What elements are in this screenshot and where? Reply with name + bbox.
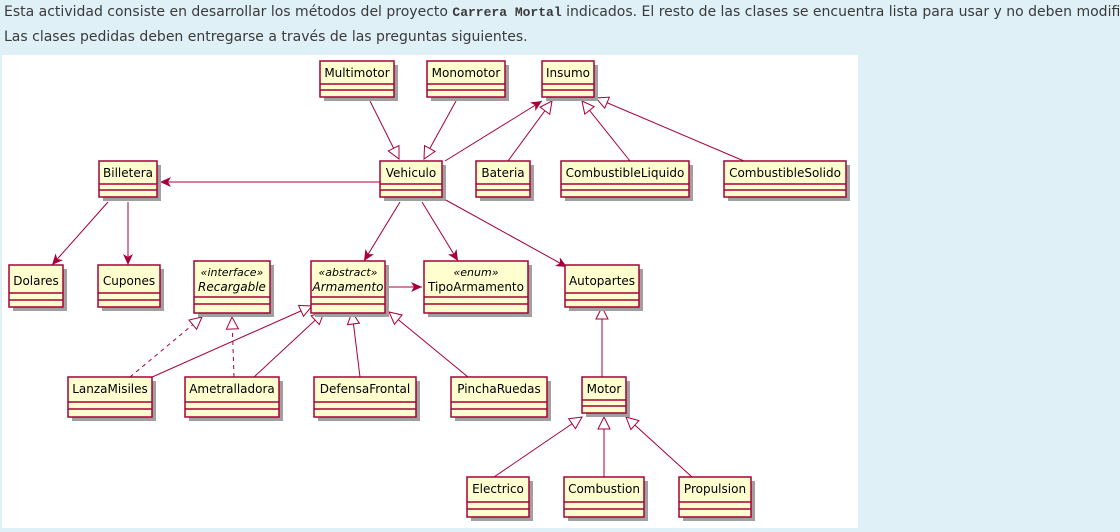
diagram-edges (51, 98, 745, 478)
class-dolares: Dolares (8, 264, 67, 311)
class-monomotor: Monomotor (426, 60, 509, 101)
edge-vehiculo-armamento (363, 201, 401, 262)
class-name: LanzaMisiles (72, 382, 148, 396)
uml-diagram-panel: Multimotor Monomotor Insumo Billetera Ve… (2, 55, 858, 528)
class-name: Electrico (472, 482, 524, 496)
class-name: Armamento (312, 280, 384, 294)
project-name: Carrera Mortal (452, 5, 562, 20)
intro-text-line-2: Las clases pedidas deben entregarse a tr… (4, 29, 528, 45)
class-insumo: Insumo (541, 60, 598, 101)
class-name: TipoArmamento (427, 280, 524, 294)
class-name: Ametralladora (189, 382, 275, 396)
class-name: Vehiculo (386, 166, 436, 180)
class-name: Propulsion (684, 482, 746, 496)
edge-bateria-insumo (507, 101, 552, 162)
class-defensafrontal: DefensaFrontal (313, 376, 420, 421)
edge-ametralladora-recargable (232, 317, 234, 378)
class-name: Cupones (103, 274, 155, 288)
class-name: CombustibleSolido (729, 166, 841, 180)
class-name: Multimotor (324, 66, 389, 80)
class-name: Combustion (568, 482, 640, 496)
class-name: Autopartes (569, 274, 635, 288)
class-name: DefensaFrontal (320, 382, 410, 396)
stereotype-label: «abstract» (319, 266, 378, 279)
class-name: Dolares (13, 274, 59, 288)
class-pincharuedas: PinchaRuedas (450, 376, 551, 421)
enum-tipoarmamento: «enum» TipoArmamento (423, 260, 532, 317)
class-motor: Motor (581, 376, 630, 417)
edge-billetera-dolares (51, 201, 109, 266)
class-propulsion: Propulsion (678, 476, 755, 521)
class-name: Recargable (198, 280, 266, 294)
edge-vehiculo-tipoarmamento (421, 201, 459, 262)
class-ametralladora: Ametralladora (184, 376, 283, 421)
class-name: CombustibleLiquido (566, 166, 685, 180)
edge-combustibleliquido-insumo (582, 101, 631, 162)
interface-recargable: «interface» Recargable (193, 260, 274, 317)
edge-monomotor-vehiculo (424, 100, 457, 159)
class-armamento: «abstract» Armamento (310, 260, 389, 317)
class-lanzamisiles: LanzaMisiles (67, 376, 156, 421)
class-cupones: Cupones (97, 264, 164, 311)
class-vehiculo: Vehiculo (379, 160, 446, 201)
edge-multimotor-vehiculo (369, 100, 399, 159)
stereotype-label: «interface» (201, 266, 264, 279)
class-bateria: Bateria (475, 160, 534, 201)
class-combustibleliquido: CombustibleLiquido (560, 160, 693, 201)
intro-after: indicados. El resto de las clases se enc… (561, 4, 1120, 20)
class-name: Monomotor (432, 66, 501, 80)
edge-defensafrontal-armamento (352, 312, 361, 378)
edge-vehiculo-insumo (444, 100, 543, 162)
uml-class-diagram: Multimotor Monomotor Insumo Billetera Ve… (8, 60, 850, 521)
edge-vehiculo-autopartes (443, 198, 568, 268)
class-billetera: Billetera (98, 160, 161, 201)
class-combustiblesolido: CombustibleSolido (723, 160, 850, 201)
class-electrico: Electrico (466, 476, 533, 521)
class-name: Billetera (103, 166, 153, 180)
class-autopartes: Autopartes (564, 264, 643, 311)
intro-text-line-1: Esta actividad consiste en desarrollar l… (4, 4, 1120, 20)
class-combustion: Combustion (563, 476, 648, 521)
class-name: Motor (587, 382, 622, 396)
edge-pincharuedas-armamento (389, 312, 469, 378)
class-name: PinchaRuedas (457, 382, 540, 396)
class-name: Insumo (546, 66, 590, 80)
edge-combustiblesolido-insumo (596, 98, 745, 162)
class-multimotor: Multimotor (319, 60, 398, 101)
edge-propulsion-motor (626, 417, 693, 478)
stereotype-label: «enum» (453, 266, 498, 279)
edge-lanzamisiles-recargable (129, 317, 202, 378)
edge-ametralladora-armamento (253, 312, 324, 378)
edge-electrico-motor (493, 417, 582, 478)
edge-lanzamisiles-armamento (149, 306, 312, 379)
class-name: Bateria (481, 166, 524, 180)
intro-before: Esta actividad consiste en desarrollar l… (4, 4, 453, 20)
